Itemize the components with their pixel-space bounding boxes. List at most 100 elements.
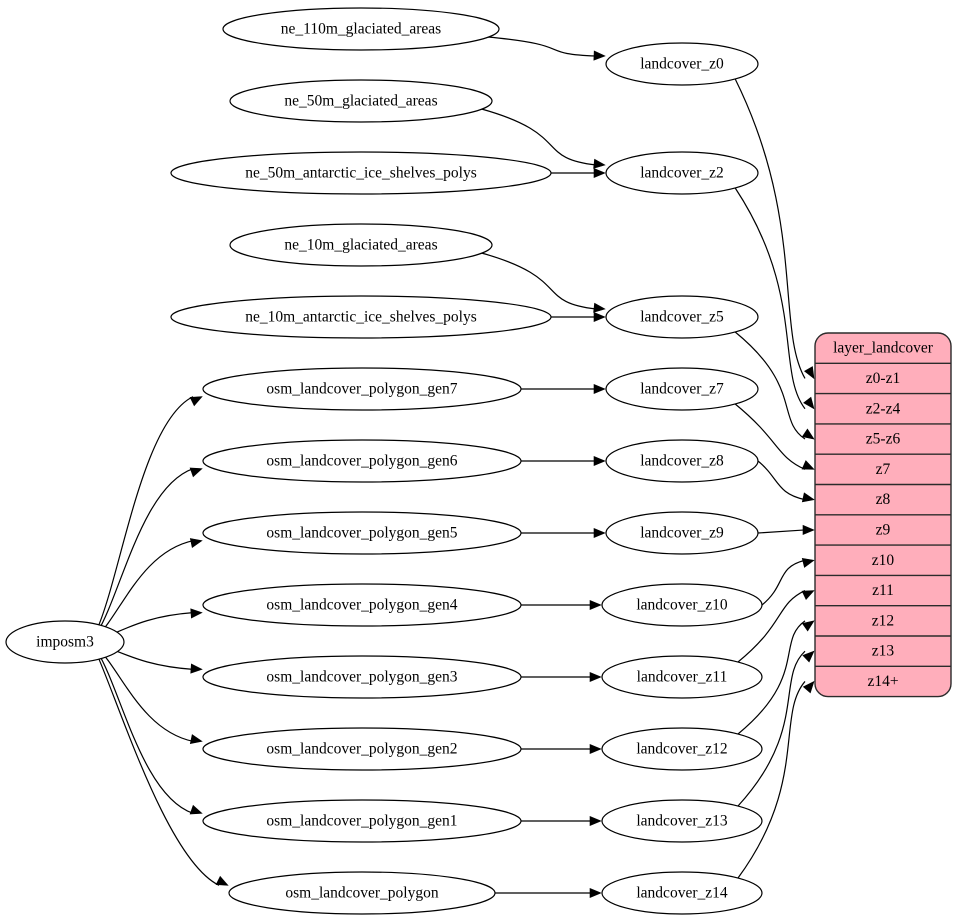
edge-arrowhead (215, 875, 229, 886)
node-shape-osm_landcover_polygon_gen7 (202, 367, 522, 411)
node-osm_landcover_polygon_gen7[interactable]: osm_landcover_polygon_gen7 (202, 367, 522, 411)
table-row[interactable] (815, 484, 951, 515)
node-label-landcover_z2: landcover_z2 (640, 165, 724, 182)
edge-landcover_z0-table-row-0 (734, 78, 806, 379)
edge-arrowhead (593, 167, 606, 179)
edge-ne_110m_glaciated_areas-landcover_z0 (487, 36, 597, 57)
table-header-cell (815, 333, 951, 364)
edge-arrowhead (801, 460, 815, 470)
node-label-landcover_z5: landcover_z5 (640, 309, 724, 326)
edge-arrowhead (802, 650, 815, 663)
node-osm_landcover_polygon_gen5[interactable]: osm_landcover_polygon_gen5 (202, 511, 522, 555)
node-label-ne_10m_glaciated_areas: ne_10m_glaciated_areas (284, 237, 437, 254)
table-header-label: layer_landcover (833, 340, 934, 357)
node-osm_landcover_polygon_gen2[interactable]: osm_landcover_polygon_gen2 (202, 727, 522, 771)
edge-arrowhead (593, 50, 606, 61)
node-landcover_z5[interactable]: landcover_z5 (605, 295, 759, 339)
table-row[interactable] (815, 666, 951, 697)
node-landcover_z7[interactable]: landcover_z7 (605, 367, 759, 411)
edge-landcover_z8-table-row-4 (757, 460, 806, 501)
node-landcover_z8[interactable]: landcover_z8 (605, 439, 759, 483)
table-row-label: z2-z4 (866, 400, 901, 417)
table-row-label: z12 (872, 612, 894, 629)
node-landcover_z11[interactable]: landcover_z11 (601, 655, 763, 699)
node-imposm3[interactable]: imposm3 (5, 620, 125, 664)
node-landcover_z14[interactable]: landcover_z14 (601, 871, 763, 915)
table-row[interactable] (815, 605, 951, 636)
node-label-ne_50m_glaciated_areas: ne_50m_glaciated_areas (284, 93, 437, 110)
table-row-label: z7 (876, 461, 891, 478)
table-outline (814, 332, 952, 698)
node-osm_landcover_polygon_gen6[interactable]: osm_landcover_polygon_gen6 (202, 439, 522, 483)
node-label-landcover_z8: landcover_z8 (640, 453, 724, 470)
node-osm_landcover_polygon_gen3[interactable]: osm_landcover_polygon_gen3 (202, 655, 522, 699)
edge-landcover_z7-table-row-3 (734, 403, 806, 470)
edge-arrowhead (593, 383, 606, 395)
node-label-osm_landcover_polygon_gen3: osm_landcover_polygon_gen3 (266, 669, 457, 686)
node-osm_landcover_polygon_gen4[interactable]: osm_landcover_polygon_gen4 (202, 583, 522, 627)
edge-arrowhead (593, 158, 606, 169)
node-landcover_z2[interactable]: landcover_z2 (605, 151, 759, 195)
table-row[interactable] (815, 545, 951, 576)
edge-arrowhead (802, 680, 815, 694)
edge-arrowhead (593, 455, 606, 467)
edge-arrowhead (189, 467, 203, 478)
node-osm_landcover_polygon[interactable]: osm_landcover_polygon (228, 871, 496, 915)
table-row-label: z9 (876, 522, 891, 539)
table-row[interactable] (815, 636, 951, 667)
node-label-osm_landcover_polygon_gen6: osm_landcover_polygon_gen6 (266, 453, 457, 470)
node-ne_110m_glaciated_areas[interactable]: ne_110m_glaciated_areas (222, 7, 500, 51)
table-row[interactable] (815, 423, 951, 455)
node-landcover_z13[interactable]: landcover_z13 (601, 799, 763, 843)
edge-arrowhead (189, 734, 203, 744)
node-shape-osm_landcover_polygon_gen6 (202, 439, 522, 483)
edge-arrowhead (803, 366, 815, 380)
node-label-landcover_z13: landcover_z13 (636, 813, 727, 830)
node-landcover_z12[interactable]: landcover_z12 (601, 727, 763, 771)
node-landcover_z10[interactable]: landcover_z10 (601, 583, 763, 627)
node-ne_50m_glaciated_areas[interactable]: ne_50m_glaciated_areas (229, 79, 493, 123)
node-shape-landcover_z8 (605, 439, 759, 483)
node-landcover_z9[interactable]: landcover_z9 (605, 511, 759, 555)
node-label-ne_10m_antarctic_ice_shelves_polys: ne_10m_antarctic_ice_shelves_polys (245, 309, 477, 326)
node-shape-landcover_z11 (601, 655, 763, 699)
table-cells: layer_landcoverz0-z1z2-z4z5-z6z7z8z9z10z… (815, 333, 951, 697)
node-ne_10m_glaciated_areas[interactable]: ne_10m_glaciated_areas (229, 223, 493, 267)
node-label-landcover_z11: landcover_z11 (637, 669, 728, 686)
node-shape-landcover_z2 (605, 151, 759, 195)
edge-arrowhead (593, 302, 606, 313)
node-shape-landcover_z0 (605, 42, 759, 86)
node-label-landcover_z14: landcover_z14 (636, 885, 727, 902)
node-label-osm_landcover_polygon_gen2: osm_landcover_polygon_gen2 (266, 741, 457, 758)
node-landcover_z0[interactable]: landcover_z0 (605, 42, 759, 86)
edge-arrowhead (589, 671, 602, 683)
edge-arrowhead (801, 558, 815, 568)
edge-arrowhead (593, 527, 606, 539)
node-shape-osm_landcover_polygon_gen3 (202, 655, 522, 699)
edge-arrowhead (589, 743, 602, 755)
node-shape-osm_landcover_polygon (228, 871, 496, 915)
node-shape-ne_50m_antarctic_ice_shelves_polys (170, 151, 552, 195)
node-label-landcover_z0: landcover_z0 (640, 56, 724, 73)
edge-imposm3-osm_landcover_polygon_gen1 (96, 651, 194, 814)
edge-ne_10m_glaciated_areas-landcover_z5 (481, 252, 597, 310)
table-row[interactable] (815, 514, 951, 546)
node-shape-ne_10m_antarctic_ice_shelves_polys (170, 295, 552, 339)
node-ne_50m_antarctic_ice_shelves_polys[interactable]: ne_50m_antarctic_ice_shelves_polys (170, 151, 552, 195)
node-label-osm_landcover_polygon_gen5: osm_landcover_polygon_gen5 (266, 525, 457, 542)
edge-landcover_z12-table-row-8 (737, 620, 806, 735)
edge-landcover_z2-table-row-1 (734, 187, 806, 410)
edge-ne_50m_glaciated_areas-landcover_z2 (481, 108, 597, 166)
table-row[interactable] (815, 393, 951, 424)
node-ne_10m_antarctic_ice_shelves_polys[interactable]: ne_10m_antarctic_ice_shelves_polys (170, 295, 552, 339)
table-row[interactable] (815, 454, 951, 485)
edge-arrowhead (589, 887, 602, 899)
layer-landcover-table[interactable]: layer_landcoverz0-z1z2-z4z5-z6z7z8z9z10z… (814, 332, 952, 698)
node-shape-ne_50m_glaciated_areas (229, 79, 493, 123)
table-row-label: z11 (872, 582, 894, 599)
node-label-osm_landcover_polygon_gen4: osm_landcover_polygon_gen4 (266, 597, 457, 614)
table-row[interactable] (815, 575, 951, 606)
node-shape-osm_landcover_polygon_gen2 (202, 727, 522, 771)
table-row[interactable] (815, 363, 951, 394)
node-osm_landcover_polygon_gen1[interactable]: osm_landcover_polygon_gen1 (202, 799, 522, 843)
